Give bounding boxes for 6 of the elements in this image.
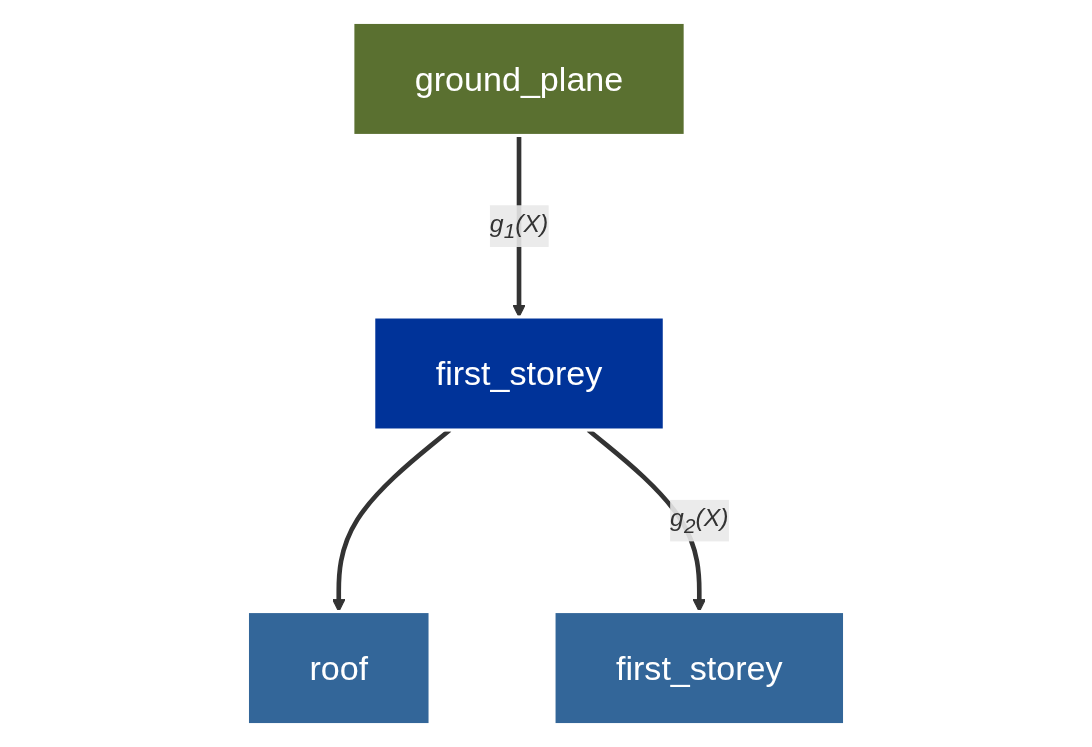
node-box: roof [245,610,432,727]
node-box: first_storey [372,315,666,432]
node-box: first_storey [552,610,847,727]
edge-label: g$_{1}$(X) [489,209,549,243]
edge-label: g$_{2}$(X) [670,504,729,538]
node-box: ground_plane [351,20,687,137]
